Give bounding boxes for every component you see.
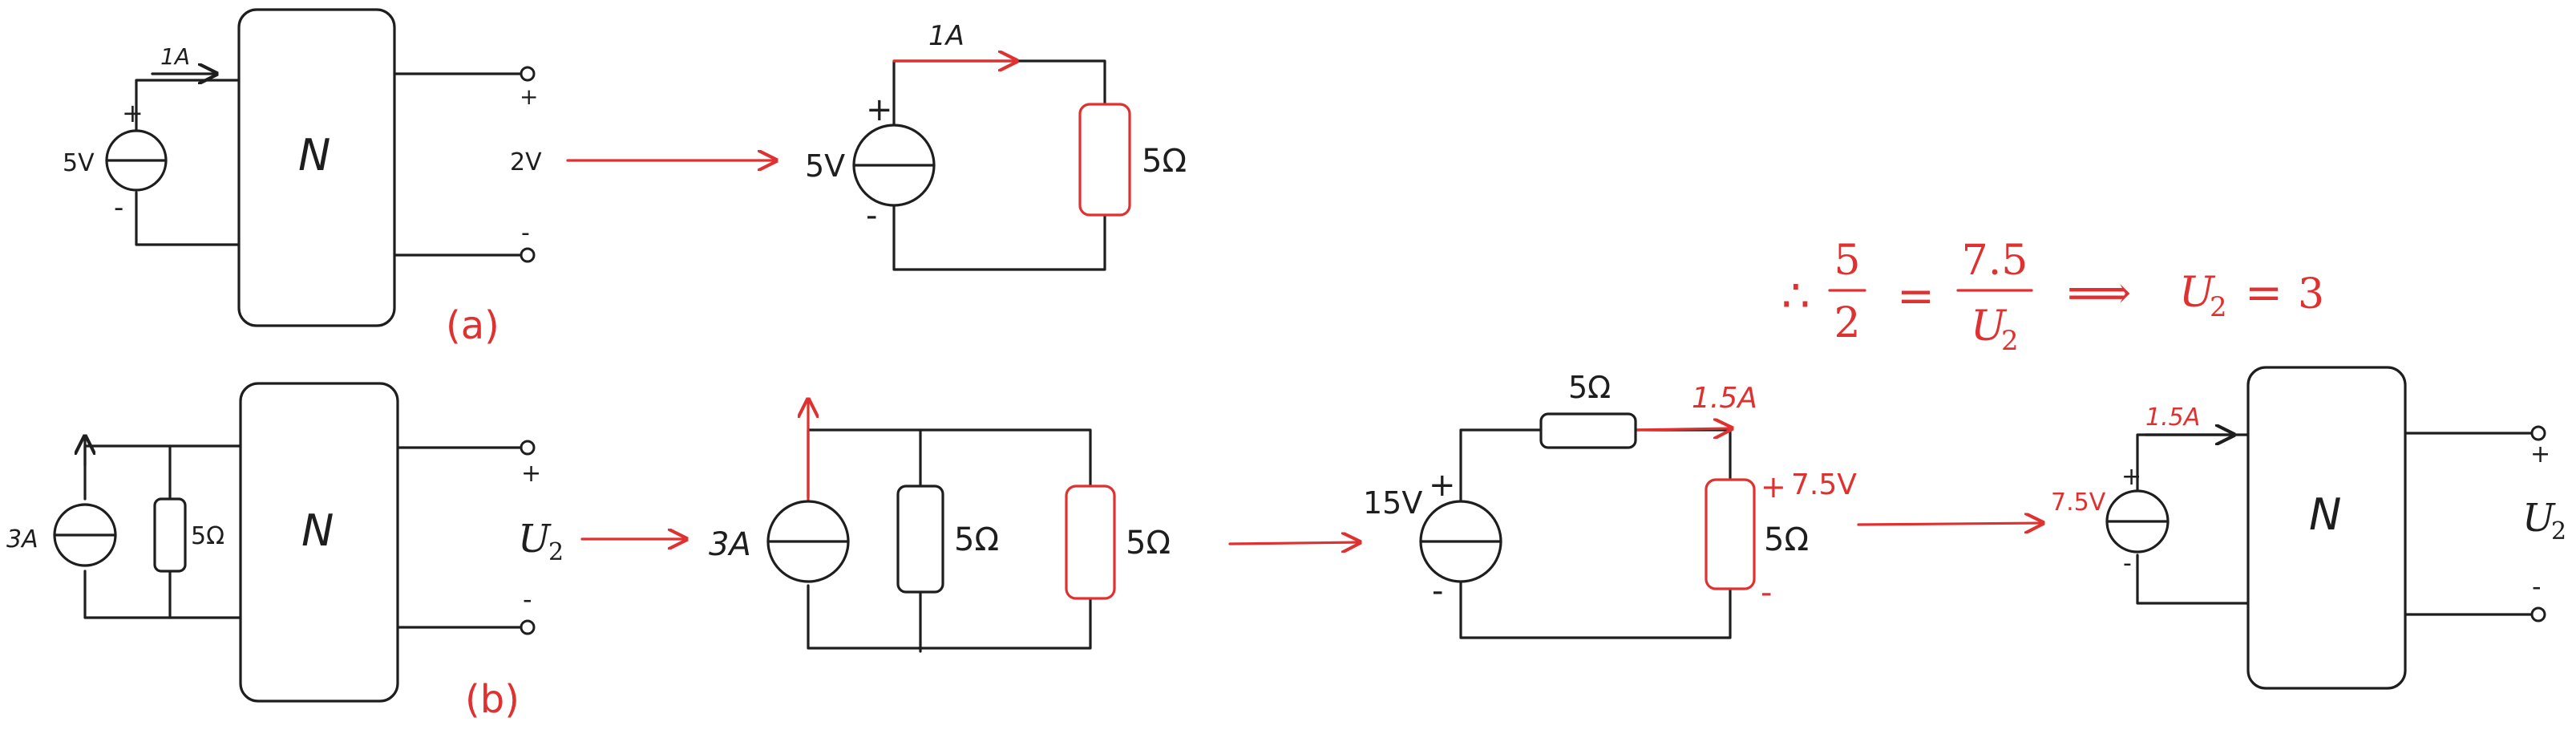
current-source-label: 3A (709, 526, 751, 563)
terminal (2530, 425, 2546, 441)
minus-sign: - (114, 192, 123, 224)
plus-sign: + (521, 460, 541, 488)
resistor-label: 5Ω (1764, 521, 1809, 558)
resistor (1705, 478, 1756, 590)
circuit-a-equivalent: + - 5V 1A 5Ω (805, 20, 1187, 271)
result-equals: = (2245, 267, 2283, 319)
plus-sign: + (2121, 463, 2141, 491)
resistor-label: 5Ω (1126, 525, 1171, 562)
minus-sign: - (866, 197, 877, 234)
voltage-source (2105, 489, 2170, 554)
output-voltage-variable: U (2522, 496, 2556, 541)
label-a: (a) (446, 303, 499, 348)
transform-arrow (1228, 542, 1360, 544)
current-arrow (1634, 428, 1732, 430)
minus-sign: - (2123, 549, 2132, 578)
current-source (53, 503, 117, 567)
fraction-denominator: 2 (1834, 299, 1860, 347)
result-subscript: 2 (2210, 291, 2227, 323)
current-source-label: 3A (6, 525, 38, 554)
transform-arrow (1857, 523, 2043, 525)
terminal (2530, 606, 2546, 622)
result-variable: U (2179, 269, 2216, 317)
terminal (520, 66, 536, 82)
implies-arrow: ⟹ (2067, 267, 2131, 319)
resistor (896, 485, 944, 594)
plus-sign: + (122, 98, 144, 128)
resistor-label: 5Ω (954, 521, 999, 558)
resistor (1065, 485, 1116, 600)
current-label: 1A (160, 43, 190, 70)
network-box (239, 382, 399, 703)
source-voltage-label: 5V (805, 148, 845, 184)
result-value: 3 (2298, 270, 2324, 318)
network-label: N (301, 505, 334, 556)
circuit-a-wires (135, 74, 524, 257)
output-voltage-subscript: 2 (2551, 517, 2566, 545)
plus-sign: + (1761, 469, 1786, 505)
circuit-a: + - 5V 1A N + - 2V (a) (63, 8, 542, 348)
terminal (520, 619, 536, 635)
minus-sign: - (1432, 573, 1443, 610)
therefore-symbol: ∴ (1781, 270, 1810, 322)
circuit-b: 3A 5Ω N + - U 2 (b) (6, 382, 564, 722)
circuit-thevenin: 15V + - 5Ω 1.5A + 7.5V 5Ω - (1363, 370, 1857, 639)
voltage-source (1419, 500, 1502, 583)
plus-sign: + (2530, 440, 2550, 468)
resistor-label: 5Ω (1568, 370, 1611, 405)
load-voltage-label: 7.5V (1791, 468, 1857, 501)
output-voltage-variable: U (518, 517, 552, 562)
voltage-source (852, 124, 936, 207)
fraction-numerator: 5 (1834, 237, 1860, 285)
fraction-denominator-subscript: 2 (2001, 325, 2019, 357)
equation: ∴ 5 2 = 7.5 U 2 ⟹ U 2 = 3 (1781, 237, 2324, 357)
network-label: N (2309, 489, 2341, 540)
resistor (153, 497, 187, 573)
source-voltage-label: 15V (1363, 485, 1422, 521)
circuit-final: 7.5V + - 1.5A N + - U 2 (2051, 366, 2566, 690)
resistor-label: 5Ω (1142, 143, 1187, 180)
label-b: (b) (465, 677, 520, 722)
fraction-denominator-variable: U (1971, 302, 2008, 351)
output-voltage-subscript: 2 (548, 538, 564, 566)
network-label: N (298, 130, 330, 180)
resistor (1539, 412, 1637, 449)
terminal (520, 247, 536, 263)
current-label: 1A (928, 20, 964, 52)
plus-sign: + (1429, 467, 1456, 504)
minus-sign: - (521, 219, 530, 247)
source-voltage-label: 7.5V (2051, 489, 2106, 517)
minus-sign: - (523, 584, 532, 614)
voltage-source (105, 129, 168, 192)
current-source (766, 500, 850, 583)
fraction-numerator: 7.5 (1962, 237, 2028, 285)
minus-sign: - (2532, 571, 2542, 602)
plus-sign: + (520, 83, 538, 110)
minus-sign: - (1761, 574, 1772, 611)
output-voltage-label: 2V (510, 148, 542, 176)
network-box (237, 8, 396, 327)
plus-sign: + (866, 91, 893, 128)
terminal (520, 440, 536, 456)
circuit-b-equivalent: 3A 5Ω 5Ω (709, 399, 1171, 653)
current-label: 1.5A (2145, 403, 2200, 432)
source-voltage-label: 5V (63, 149, 95, 177)
resistor (1078, 103, 1131, 217)
current-label: 1.5A (1692, 382, 1757, 415)
network-box (2246, 366, 2407, 690)
resistor-label: 5Ω (191, 522, 224, 550)
equals-sign: = (1897, 270, 1935, 322)
